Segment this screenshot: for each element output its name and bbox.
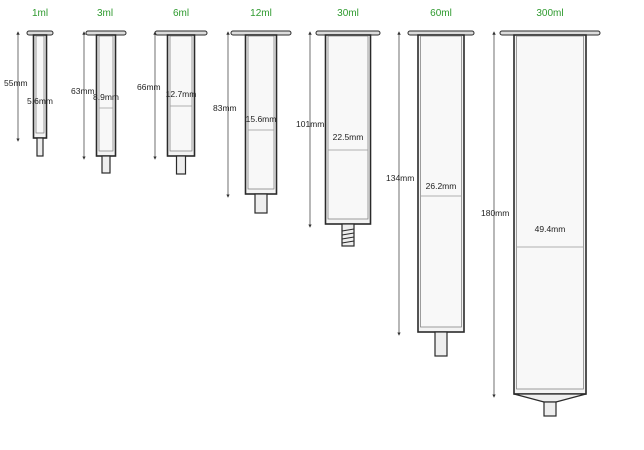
syringe-12ml: 12ml 83mm 15.6mm bbox=[213, 8, 292, 214]
syringe-30ml: 30ml 101mm 22.5mm bbox=[296, 8, 381, 247]
syringe-6ml: 6ml 66mm 12.7mm bbox=[137, 8, 208, 175]
diameter-label: 5.6mm bbox=[27, 96, 53, 106]
length-label: 63mm bbox=[71, 86, 95, 96]
syringe-tip bbox=[101, 155, 111, 174]
volume-label: 12ml bbox=[250, 8, 272, 19]
volume-label: 6ml bbox=[173, 8, 189, 19]
syringe-barrel-inner bbox=[327, 35, 369, 220]
length-label: 101mm bbox=[296, 119, 324, 129]
length-label: 55mm bbox=[4, 78, 28, 88]
syringe-tip bbox=[254, 193, 268, 214]
syringe-300ml: 300ml 180mm 49.4mm bbox=[481, 8, 601, 417]
volume-label: 60ml bbox=[430, 8, 452, 19]
volume-label: 300ml bbox=[536, 8, 563, 19]
syringe-tip bbox=[434, 331, 448, 357]
syringe-barrel-inner bbox=[35, 35, 45, 134]
length-label: 83mm bbox=[213, 103, 237, 113]
volume-label: 30ml bbox=[337, 8, 359, 19]
tip-thread bbox=[341, 228, 355, 232]
syringe-tip bbox=[175, 155, 187, 175]
diameter-label: 8.9mm bbox=[93, 92, 119, 102]
tip-thread bbox=[341, 240, 355, 244]
syringe-barrel-inner bbox=[169, 35, 193, 152]
length-label: 180mm bbox=[481, 208, 509, 218]
syringe-tip bbox=[543, 401, 557, 417]
diameter-label: 22.5mm bbox=[333, 132, 364, 142]
diameter-label: 26.2mm bbox=[426, 181, 457, 191]
length-label: 134mm bbox=[386, 173, 414, 183]
syringe-barrel-inner bbox=[516, 35, 584, 390]
diameter-label: 15.6mm bbox=[246, 114, 277, 124]
syringe-barrel-inner bbox=[98, 35, 114, 152]
tip-thread bbox=[341, 232, 355, 236]
diameter-label: 12.7mm bbox=[166, 89, 197, 99]
tip-thread bbox=[341, 236, 355, 240]
syringe-barrel-inner bbox=[247, 35, 275, 190]
volume-label: 3ml bbox=[97, 8, 113, 19]
syringe-1ml: 1ml 55mm 5.6mm bbox=[4, 8, 54, 157]
syringe-barrel-inner bbox=[420, 35, 462, 328]
volume-label: 1ml bbox=[32, 8, 48, 19]
syringe-funnel bbox=[513, 393, 587, 403]
diameter-label: 49.4mm bbox=[535, 224, 566, 234]
syringe-60ml: 60ml 134mm 26.2mm bbox=[386, 8, 475, 357]
syringe-tip bbox=[36, 137, 44, 157]
length-label: 66mm bbox=[137, 82, 161, 92]
